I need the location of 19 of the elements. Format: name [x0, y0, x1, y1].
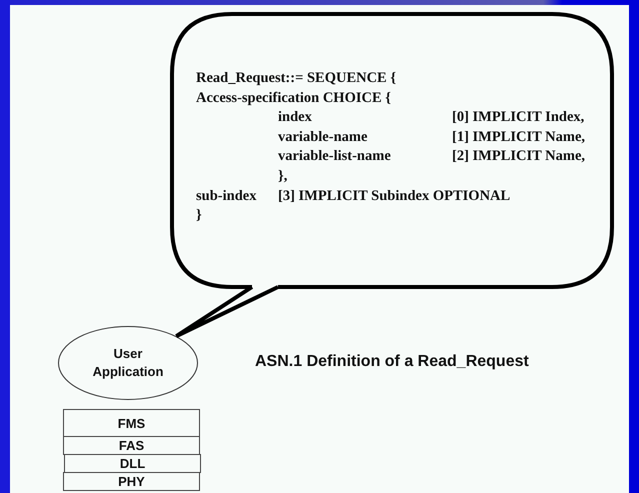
code-text: [2] IMPLICIT Name,: [452, 147, 586, 166]
protocol-layer-box: PHY: [63, 472, 200, 491]
protocol-layer-box: DLL: [64, 454, 201, 473]
code-text: [1] IMPLICIT Name,: [452, 128, 586, 146]
label-text: ASN.1 Definition of a Read_Request: [255, 353, 529, 371]
code-text: Access-specification CHOICE {: [196, 88, 391, 107]
protocol-layer-box: FMS: [63, 409, 200, 437]
code-text: [3] IMPLICIT Subindex OPTIONAL: [278, 186, 510, 205]
protocol-layer-box: FAS: [63, 436, 200, 455]
code-text: [0] IMPLICIT Index,: [452, 108, 584, 126]
speech-bubble-tail: [174, 285, 279, 338]
code-text: variable-list-name: [278, 147, 391, 166]
node-label: User Application: [92, 345, 164, 381]
code-text: },: [278, 167, 288, 185]
code-text: variable-name: [278, 128, 368, 146]
code-text: index: [278, 108, 312, 126]
code-text: }: [196, 206, 202, 224]
code-text: sub-index: [196, 186, 256, 205]
code-text: Read_Request::= SEQUENCE {: [196, 69, 396, 87]
